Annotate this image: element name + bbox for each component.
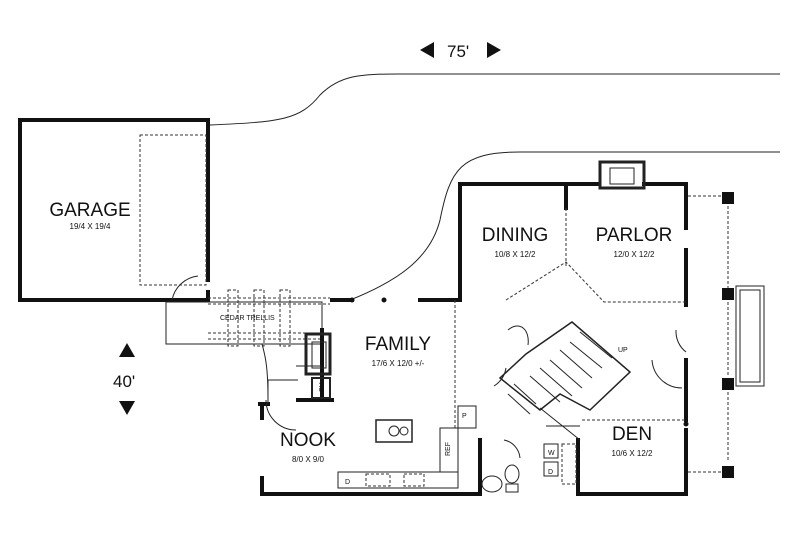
up-arrow-icon	[119, 343, 135, 357]
room-labels: DINING 10/8 X 12/2 PARLOR 12/0 X 12/2 FA…	[280, 225, 672, 464]
parlor-size: 12/0 X 12/2	[614, 250, 655, 259]
den-size: 10/6 X 12/2	[612, 449, 653, 458]
front-porch	[688, 192, 765, 478]
kitchen: REF P D	[337, 405, 477, 489]
door-swings	[265, 325, 687, 459]
parlor-name: PARLOR	[596, 225, 673, 246]
sh-label: SH	[319, 382, 326, 392]
garage-size: 19/4 X 19/4	[70, 222, 111, 231]
dryer-label: D	[548, 469, 553, 476]
family-size: 17/6 X 12/0 +/-	[372, 359, 425, 368]
den-name: DEN	[612, 424, 652, 445]
site-lines	[209, 73, 780, 301]
right-arrow-icon	[487, 42, 501, 58]
nook-name: NOOK	[280, 430, 336, 451]
staircase: UP	[498, 321, 632, 441]
trellis-label: CEDAR TRELLIS	[220, 315, 275, 322]
left-arrow-icon	[420, 42, 434, 58]
width-label: 75'	[447, 42, 469, 61]
pantry-label: P	[462, 413, 467, 420]
width-dimension: 75'	[420, 42, 501, 61]
depth-label: 40'	[113, 372, 135, 391]
porch-column	[722, 466, 734, 478]
house-walls	[258, 160, 688, 496]
dishwasher-label: D	[345, 479, 350, 486]
garage-name: GARAGE	[49, 200, 130, 221]
porch-column	[722, 288, 734, 300]
garage-room: GARAGE 19/4 X 19/4	[18, 118, 210, 302]
dining-name: DINING	[482, 225, 549, 246]
ref-label: REF	[445, 442, 452, 456]
depth-dimension: 40'	[113, 343, 135, 415]
dining-size: 10/8 X 12/2	[495, 250, 536, 259]
down-arrow-icon	[119, 401, 135, 415]
porch-column	[722, 378, 734, 390]
nook-size: 8/0 X 9/0	[292, 455, 325, 464]
family-name: FAMILY	[365, 334, 431, 355]
room-separators	[454, 208, 686, 430]
porch-column	[722, 192, 734, 204]
powder-laundry: W D	[481, 443, 577, 493]
wall-details	[267, 297, 689, 427]
family-fireplace: SH	[304, 332, 332, 399]
washer-label: W	[548, 450, 555, 457]
stairs-up-label: UP	[618, 347, 628, 354]
